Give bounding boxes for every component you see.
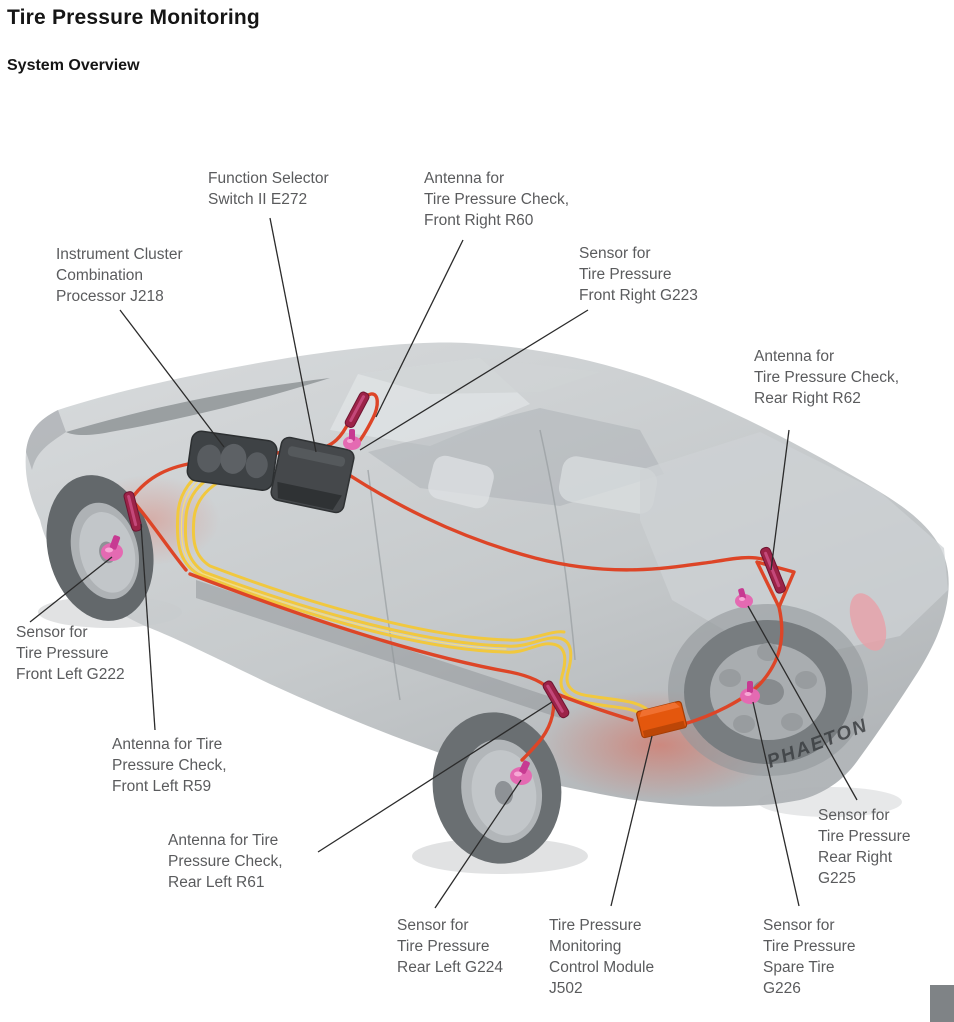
red-wire-fender-drop bbox=[130, 498, 188, 572]
label-antenna-rear-left-r61: Antenna for Tire Pressure Check, Rear Le… bbox=[168, 832, 283, 891]
function-selector-module bbox=[270, 436, 355, 514]
label-antenna-front-left-r59: Antenna for Tire Pressure Check, Front L… bbox=[112, 736, 227, 795]
leader-line-r59 bbox=[140, 523, 156, 731]
leader-line-g222 bbox=[29, 556, 113, 623]
front-bumper-shading bbox=[26, 410, 66, 470]
front-left-wheel bbox=[46, 475, 154, 621]
label-sensor-front-left-g222: Sensor for Tire Pressure Front Left G222 bbox=[16, 624, 125, 683]
red-wire-cabin-run bbox=[316, 452, 764, 572]
instrument-cluster-module bbox=[186, 430, 278, 491]
page-subtitle: System Overview bbox=[7, 57, 140, 74]
leader-line-g224 bbox=[434, 779, 522, 909]
label-antenna-rear-right-r62: Antenna for Tire Pressure Check, Rear Ri… bbox=[754, 348, 899, 407]
rear-seat bbox=[558, 456, 658, 514]
page-title: Tire Pressure Monitoring bbox=[7, 6, 260, 29]
leader-line-e272 bbox=[269, 217, 317, 453]
leader-line-r61 bbox=[317, 701, 553, 853]
sensor-g226-marker bbox=[740, 681, 760, 704]
label-sensor-front-right-g223: Sensor for Tire Pressure Front Right G22… bbox=[579, 245, 698, 304]
leader-line-r60 bbox=[375, 239, 464, 418]
door-cut-line-front bbox=[367, 469, 401, 701]
sensor-g224-marker bbox=[510, 760, 532, 785]
sensor-g222-marker bbox=[101, 535, 123, 561]
yellow-wire-highlight bbox=[180, 470, 507, 650]
label-instrument-cluster-j218: Instrument Cluster Combination Processor… bbox=[56, 246, 183, 305]
red-wire-trunk-run bbox=[682, 605, 784, 726]
control-module-j502-marker bbox=[636, 700, 688, 739]
label-sensor-rear-left-g224: Sensor for Tire Pressure Rear Left G224 bbox=[397, 917, 503, 976]
antenna-r59-marker bbox=[123, 491, 143, 532]
antenna-r62-marker bbox=[760, 546, 786, 594]
label-control-module-j502: Tire Pressure Monitoring Control Module … bbox=[549, 917, 655, 997]
leader-line-g223 bbox=[359, 309, 589, 451]
front-seat bbox=[428, 455, 494, 509]
sensor-g223-marker bbox=[343, 429, 361, 450]
rocker-panel bbox=[196, 580, 560, 718]
sensor-g225-marker bbox=[735, 588, 753, 608]
leader-line-r62 bbox=[770, 429, 790, 571]
antenna-r60-marker bbox=[344, 391, 370, 428]
red-wire-arch-hook bbox=[520, 690, 556, 762]
leader-line-g225 bbox=[747, 605, 858, 801]
red-wire-rocker-run bbox=[188, 572, 554, 694]
spare-tire bbox=[684, 620, 852, 764]
label-function-selector-e272: Function Selector Switch II E272 bbox=[208, 170, 329, 208]
tail-light bbox=[849, 593, 887, 651]
trunk-well bbox=[668, 604, 868, 776]
door-cut-line-rear bbox=[539, 429, 576, 661]
leader-line-g226 bbox=[752, 701, 800, 907]
label-sensor-spare-tire-g226: Sensor for Tire Pressure Spare Tire G226 bbox=[763, 917, 856, 997]
leader-line-j218 bbox=[119, 309, 225, 448]
page-edge-marker bbox=[930, 985, 954, 1022]
label-antenna-front-right-r60: Antenna for Tire Pressure Check, Front R… bbox=[424, 170, 569, 229]
leader-lines bbox=[29, 217, 858, 909]
leader-line-j502 bbox=[610, 735, 653, 907]
label-sensor-rear-right-g225: Sensor for Tire Pressure Rear Right G225 bbox=[818, 807, 911, 887]
red-wire-r60-curl bbox=[312, 392, 379, 452]
roof-panel bbox=[358, 358, 600, 394]
hood-crease-shadow bbox=[66, 378, 330, 435]
